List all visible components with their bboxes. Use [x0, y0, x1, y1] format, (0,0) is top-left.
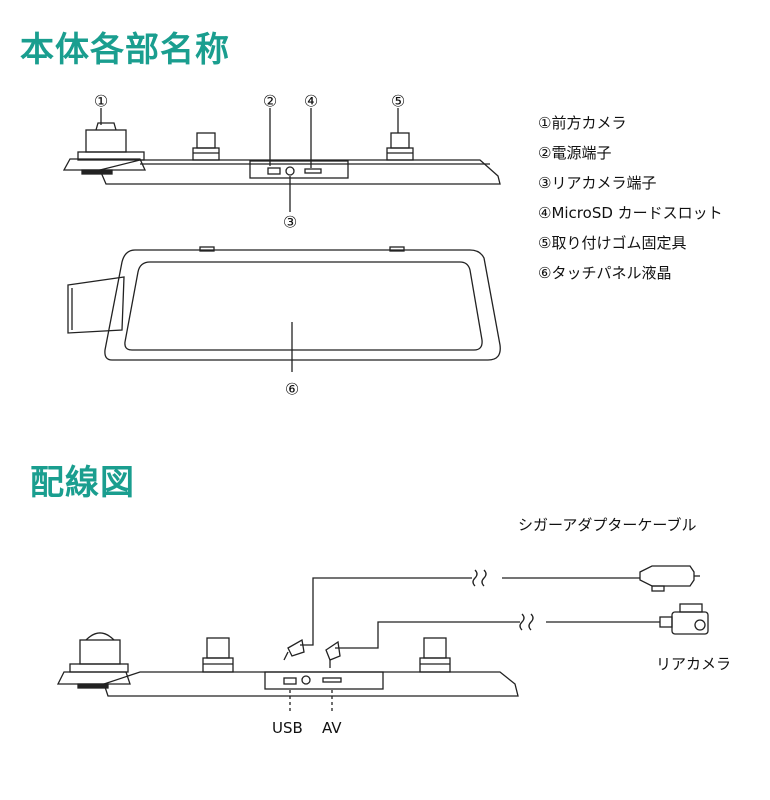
- av-label: AV: [322, 719, 342, 737]
- section-title-parts: 本体各部名称: [20, 30, 230, 70]
- rear-camera-label: リアカメラ: [656, 655, 732, 673]
- part-item: ⑤取り付けゴム固定具: [538, 234, 687, 252]
- callout-4: ④: [303, 91, 319, 111]
- cigar-adapter-icon: [639, 565, 700, 592]
- callout-3: ③: [282, 212, 298, 232]
- rear-camera-cable: [325, 613, 660, 668]
- part-item: ⑥タッチパネル液晶: [538, 264, 672, 282]
- section-title-wiring: 配線図: [30, 463, 135, 503]
- part-item: ①前方カメラ: [538, 114, 627, 132]
- callout-1: ①: [93, 91, 109, 111]
- usb-label: USB: [272, 719, 303, 737]
- callout-5: ⑤: [390, 91, 406, 111]
- part-item: ③リアカメラ端子: [538, 174, 657, 192]
- wiring-device: [56, 632, 519, 712]
- cigar-cable-label: シガーアダプターケーブル: [518, 516, 697, 534]
- part-item: ②電源端子: [538, 144, 612, 162]
- rear-camera-icon: [659, 603, 709, 635]
- screen-view-device: [67, 246, 501, 372]
- part-item: ④MicroSD カードスロット: [538, 204, 723, 222]
- top-view-device: [62, 108, 501, 212]
- parts-list: ①前方カメラ ②電源端子 ③リアカメラ端子 ④MicroSD カードスロット ⑤…: [538, 108, 723, 288]
- callout-6: ⑥: [284, 379, 300, 399]
- cigar-cable: [283, 569, 640, 661]
- callout-2: ②: [262, 91, 278, 111]
